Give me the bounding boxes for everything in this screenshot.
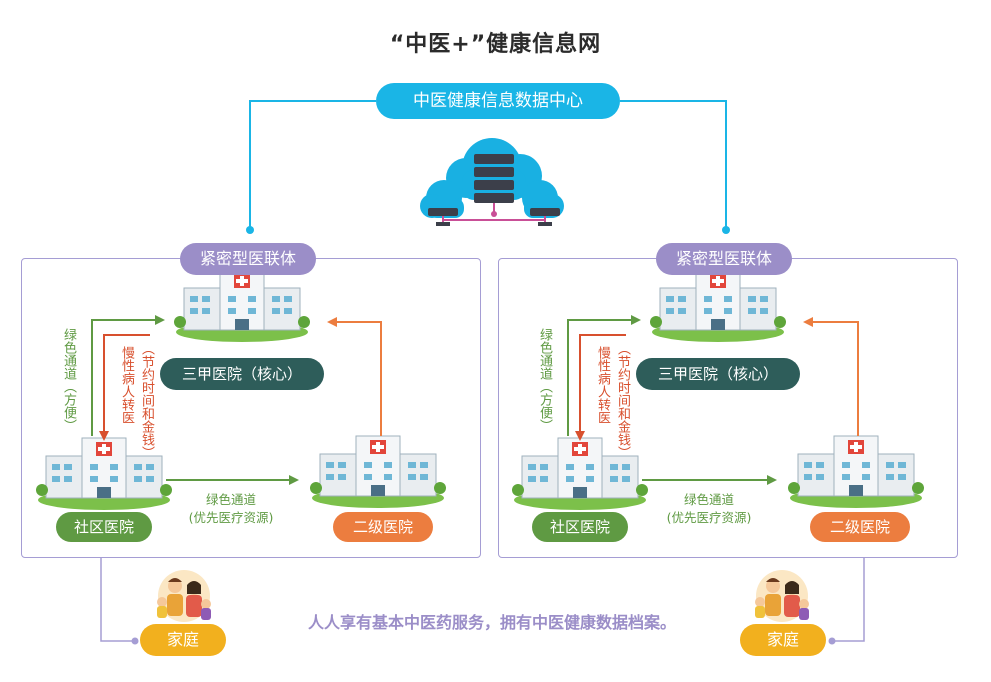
core-hospital-label-right: 三甲医院（核心）	[636, 358, 800, 390]
page-title: “中医+”健康信息网	[389, 32, 602, 57]
family-icon	[157, 570, 211, 622]
secondary-hospital-label-left: 二级医院	[333, 512, 433, 542]
cluster-label-right: 紧密型医联体	[656, 243, 792, 275]
secondary-hospital-label-right: 二级医院	[810, 512, 910, 542]
core-hospital-label-left: 三甲医院（核心）	[160, 358, 324, 390]
green-channel-vertical-right: 绿色通道（方便）	[537, 328, 552, 432]
community-hospital-label-left: 社区医院	[56, 512, 152, 542]
cloud-server-icon	[420, 138, 564, 226]
cluster-label-left: 紧密型医联体	[180, 243, 316, 275]
referral-note-right: （节约时间和金钱）	[615, 342, 630, 459]
referral-text-right: 慢性病人转医	[595, 346, 610, 424]
green-channel-note-right: (优先医疗资源)	[666, 510, 752, 525]
green-channel-note-left: (优先医疗资源)	[188, 510, 274, 525]
data-center-label: 中医健康信息数据中心	[376, 83, 620, 119]
referral-text-left: 慢性病人转医	[119, 346, 134, 424]
family-label-right: 家庭	[740, 624, 826, 656]
slogan-text: 人人享有基本中医药服务，拥有中医健康数据档案。	[307, 613, 676, 632]
green-channel-horizontal-right: 绿色通道	[683, 492, 734, 507]
green-channel-vertical-left: 绿色通道（方便）	[61, 328, 76, 432]
family-label-left: 家庭	[140, 624, 226, 656]
family-icon	[755, 570, 809, 622]
referral-note-left: （节约时间和金钱）	[139, 342, 154, 459]
green-channel-horizontal-left: 绿色通道	[205, 492, 256, 507]
community-hospital-label-right: 社区医院	[532, 512, 628, 542]
